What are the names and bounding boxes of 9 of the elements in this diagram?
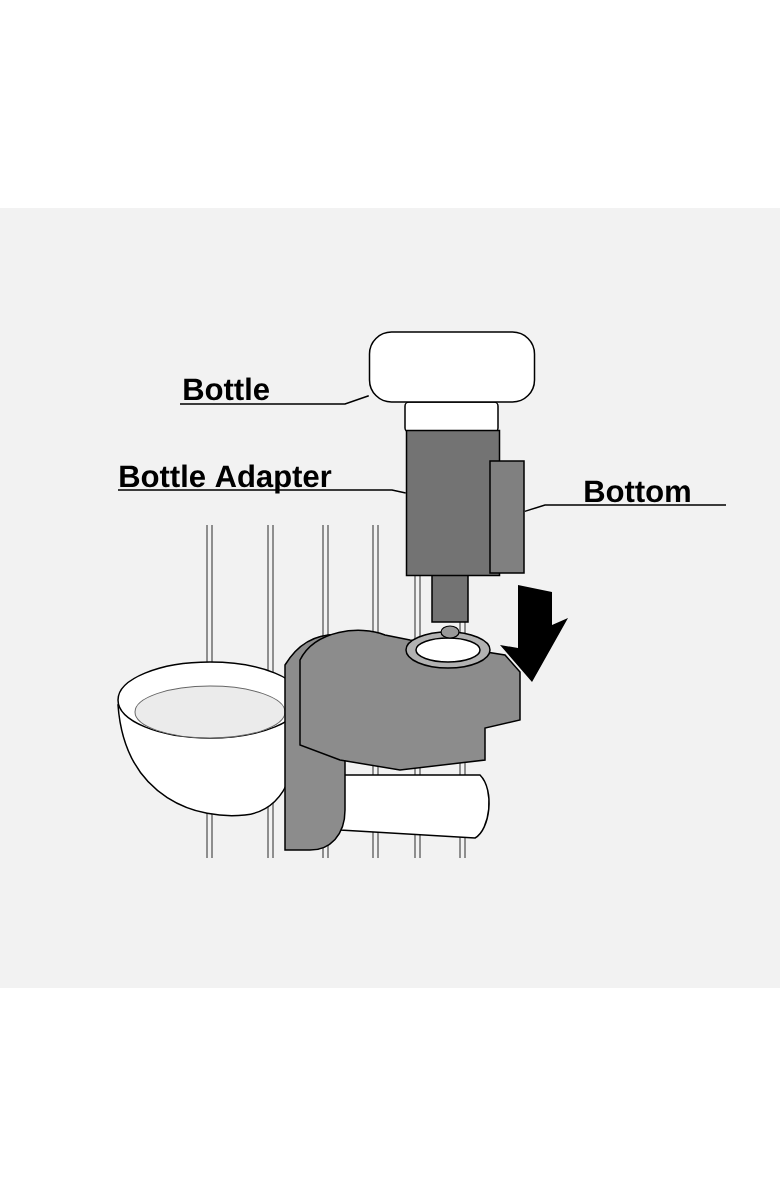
part-label: Bottom [585,480,690,503]
leader-line [117,489,407,494]
bottle-adapter-drawing [405,429,501,577]
part-label: Bottle Adapter [120,464,332,494]
part-label: Bottle [184,377,269,401]
leader-line [179,395,370,405]
leader-line [524,504,727,513]
bottom-clip-drawing [489,460,525,574]
bottle-drawing [368,331,536,403]
